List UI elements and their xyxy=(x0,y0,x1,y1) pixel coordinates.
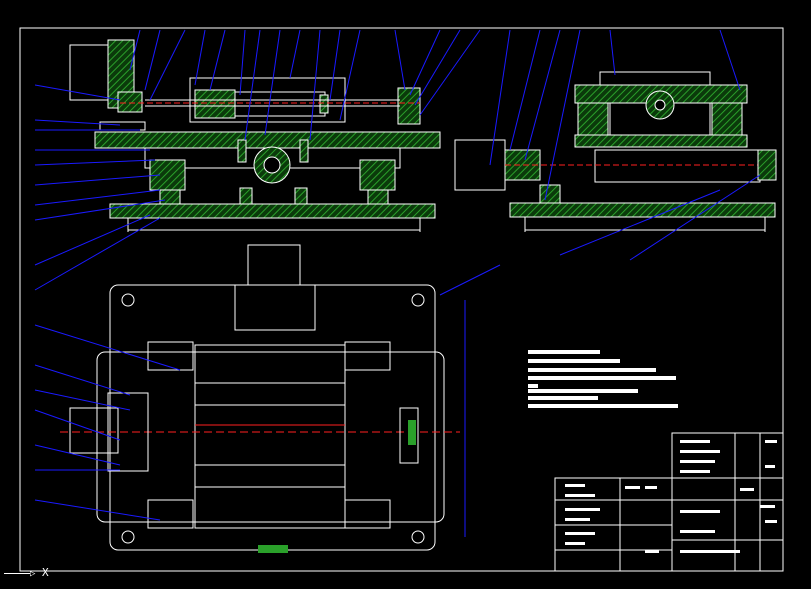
plan-motor-mount xyxy=(234,284,316,331)
side-base xyxy=(509,202,776,218)
nut-block xyxy=(194,89,236,119)
ucs-axis-line xyxy=(4,572,30,574)
front-section-view xyxy=(69,39,441,232)
plan-block-tl xyxy=(147,341,194,371)
bolt-left xyxy=(237,139,247,163)
side-end-bearing xyxy=(757,149,777,181)
plan-left-motor xyxy=(69,407,119,454)
right-bearing xyxy=(397,87,421,125)
plan-left-mount xyxy=(107,392,149,472)
plan-block-tr xyxy=(344,341,391,371)
plan-block-bl xyxy=(147,499,194,529)
side-table xyxy=(574,134,748,148)
table-plate xyxy=(94,131,441,149)
plan-hole xyxy=(121,530,135,544)
title-block xyxy=(554,432,784,572)
motor-seat xyxy=(99,121,146,131)
side-screw-housing xyxy=(594,149,761,183)
technical-notes xyxy=(528,350,678,408)
rail-left xyxy=(159,189,181,206)
center-bolt-2 xyxy=(294,187,308,205)
rail-right xyxy=(367,189,389,206)
rail-block-right xyxy=(359,159,396,191)
leader-lines xyxy=(34,29,761,521)
center-bolt xyxy=(239,187,253,205)
bolt-right xyxy=(299,139,309,163)
plan-view xyxy=(60,244,466,553)
plan-hole xyxy=(411,293,425,307)
plan-right-hatch xyxy=(408,420,416,445)
drawing-frame xyxy=(19,27,784,572)
base-plate xyxy=(109,203,436,219)
plan-saddle xyxy=(194,344,346,529)
plan-base xyxy=(109,284,436,551)
ucs-arrow-icon: ▷ xyxy=(30,569,36,579)
plan-table xyxy=(96,351,445,523)
title-block-text-bars xyxy=(565,440,777,553)
side-shaft xyxy=(654,99,666,111)
side-motor xyxy=(454,139,506,191)
plan-hole xyxy=(121,293,135,307)
plan-rail-bottom xyxy=(194,464,346,488)
plan-block-br xyxy=(344,499,391,529)
plan-bottom-hatch xyxy=(258,545,288,553)
side-t-slot xyxy=(599,71,711,86)
plan-hole xyxy=(411,530,425,544)
plan-motor xyxy=(247,244,301,286)
ucs-icon: ▷ X xyxy=(4,566,49,579)
rail-block-left xyxy=(149,159,186,191)
coupling xyxy=(117,91,143,113)
ucs-x-label: X xyxy=(42,566,49,579)
center-shaft xyxy=(263,156,281,174)
plan-rail-top xyxy=(194,382,346,406)
end-plate xyxy=(319,94,329,114)
side-section-view xyxy=(454,71,777,232)
plan-right-bearing xyxy=(399,407,419,464)
